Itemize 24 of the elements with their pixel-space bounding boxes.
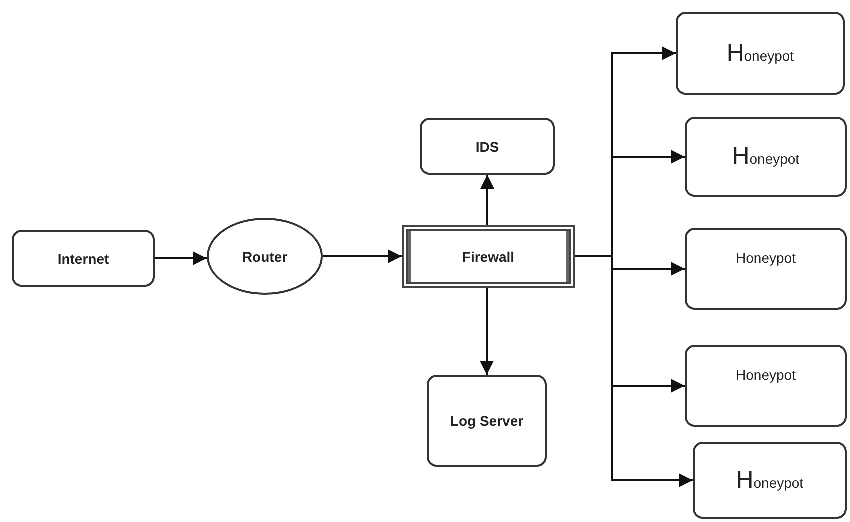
process-box xyxy=(676,12,845,95)
firewall-box xyxy=(402,225,575,288)
node-label: Log Server xyxy=(450,413,524,429)
process-box xyxy=(685,228,847,310)
node-label: Firewall xyxy=(462,248,515,264)
node-label: Honeypot xyxy=(736,250,796,266)
node-label: Honeypot xyxy=(736,367,796,383)
node-label: IDS xyxy=(476,138,500,154)
node-label: Honeypot xyxy=(732,143,800,171)
arrow xyxy=(480,175,494,225)
arrow xyxy=(323,250,402,264)
process-box xyxy=(685,345,847,427)
process-box xyxy=(685,117,847,197)
process-box xyxy=(420,118,555,175)
arrow xyxy=(575,256,693,488)
process-box xyxy=(693,442,847,519)
node-label: Honeypot xyxy=(726,40,794,68)
process-box xyxy=(12,230,155,287)
node-label: Internet xyxy=(58,250,110,266)
arrow xyxy=(480,288,494,375)
node-label: Honeypot xyxy=(736,466,804,494)
arrow xyxy=(155,252,207,266)
node-label: Router xyxy=(242,248,288,264)
process-box xyxy=(427,375,547,467)
